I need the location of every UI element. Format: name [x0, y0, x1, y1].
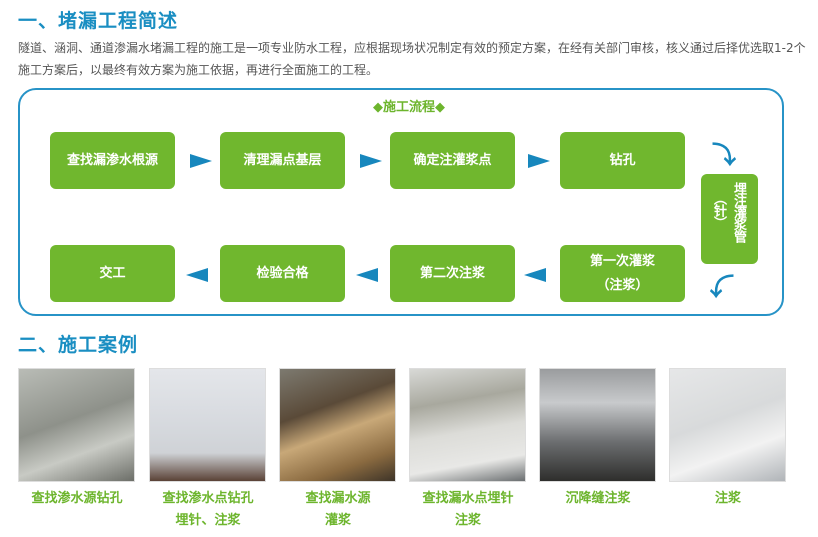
flow-step-clean-base: 清理漏点基层: [220, 132, 345, 189]
flow-step-embed-pipe: 埋注灌浆管 （针）: [701, 174, 758, 264]
overview-paragraph: 隧道、涵洞、通道渗漏水堵漏工程的施工是一项专业防水工程，应根据现场状况制定有效的…: [18, 41, 806, 77]
flow-step-drill: 钻孔: [560, 132, 685, 189]
case-caption-2: 埋针、注浆: [175, 513, 241, 528]
case-caption: 查找渗水源钻孔: [31, 491, 123, 506]
flow-step-first-grout: 第一次灌浆 （注浆）: [560, 245, 685, 302]
case-caption: 查找漏水点埋针: [422, 491, 514, 506]
arrow-left-icon: [186, 268, 208, 282]
flow-step-first-grout-line2: （注浆）: [596, 277, 649, 293]
case-photo-scaffold-grouting: [539, 368, 656, 482]
flow-step-second-grout: 第二次注浆: [390, 245, 515, 302]
case-photo-ceiling-injection: [409, 368, 526, 482]
flow-step-embed-pipe-main: 埋注灌浆管: [731, 182, 746, 242]
flow-step-grout-point: 确定注灌浆点: [390, 132, 515, 189]
case-caption: 沉降缝注浆: [565, 491, 631, 506]
flow-step-inspection: 检验合格: [220, 245, 345, 302]
case-caption: 查找渗水点钻孔: [162, 491, 254, 506]
case-photo-ceiling-drilling: [149, 368, 266, 482]
process-flow-title: ◆施工流程◆: [373, 100, 445, 115]
case-photo-wall-drilling: [18, 368, 135, 482]
section-title-cases: 二、施工案例: [18, 334, 139, 356]
section-title-overview: 一、堵漏工程简述: [18, 10, 179, 32]
flow-step-first-grout-line1: 第一次灌浆: [589, 253, 655, 269]
case-photo-tunnel-grouting: [279, 368, 396, 482]
case-caption-2: 灌浆: [324, 513, 351, 528]
arrow-right-icon: [360, 154, 382, 168]
case-caption-2: 注浆: [454, 513, 481, 528]
flow-step-find-leak: 查找漏渗水根源: [50, 132, 175, 189]
curved-arrow-down-icon: ⤵: [710, 273, 734, 301]
case-item: 查找漏水点埋针注浆: [409, 368, 527, 532]
case-item: 查找漏水源灌浆: [279, 368, 397, 532]
flow-step-handover: 交工: [50, 245, 175, 302]
case-photo-grout-injection: [669, 368, 786, 482]
case-item: 沉降缝注浆: [539, 368, 657, 510]
process-flow-frame: [18, 88, 784, 316]
arrow-left-icon: [524, 268, 546, 282]
arrow-left-icon: [356, 268, 378, 282]
case-item: 查找渗水源钻孔: [18, 368, 136, 510]
case-item: 查找渗水点钻孔埋针、注浆: [149, 368, 267, 532]
case-caption: 注浆: [714, 491, 741, 506]
case-item: 注浆: [669, 368, 787, 510]
case-caption: 查找漏水源: [305, 491, 371, 506]
arrow-right-icon: [528, 154, 550, 168]
flow-step-embed-pipe-sub: （针）: [711, 192, 726, 228]
arrow-right-icon: [190, 154, 212, 168]
curved-arrow-down-icon: ⤵: [712, 141, 736, 169]
